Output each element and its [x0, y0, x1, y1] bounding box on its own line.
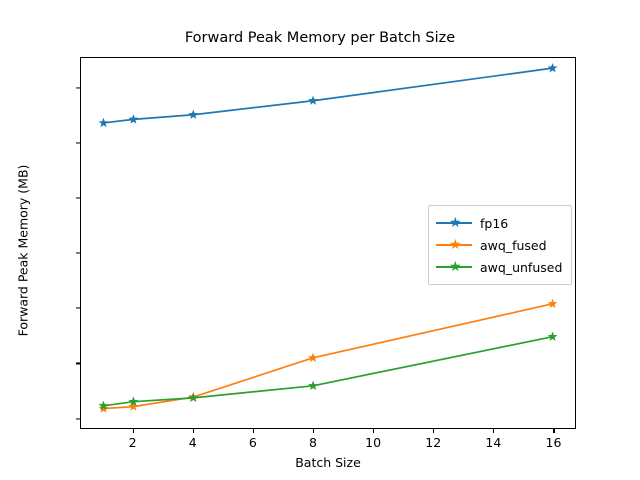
legend-line [436, 266, 472, 268]
x-axis-tick-label: 6 [248, 435, 257, 450]
series-awq_fused [98, 298, 558, 413]
star-marker-icon: ★ [449, 237, 462, 253]
data-point-marker [128, 114, 139, 124]
x-axis-tick-mark [192, 429, 194, 433]
star-marker-icon: ★ [449, 259, 462, 275]
data-point-marker [98, 403, 109, 413]
star-marker-icon: ★ [449, 215, 462, 231]
x-axis-label: Batch Size [295, 455, 361, 470]
chart-legend[interactable]: ★ fp16 ★ awq_fused ★ awq_unfused [428, 205, 573, 285]
x-axis-tick-label: 4 [188, 435, 197, 450]
x-axis-tick-mark [312, 429, 315, 433]
legend-swatch-icon: ★ [436, 260, 472, 274]
legend-label: awq_unfused [480, 259, 563, 275]
data-point-marker [547, 62, 558, 73]
series-line [103, 335, 553, 407]
y-axis-tick-mark [76, 87, 80, 89]
data-point-marker [547, 331, 558, 341]
y-axis-tick-mark [76, 362, 80, 364]
legend-swatch-icon: ★ [436, 216, 472, 230]
y-axis-tick-mark [76, 142, 80, 144]
x-axis-tick-label: 14 [485, 435, 502, 450]
x-axis-tick-label: 16 [545, 435, 562, 450]
page-title: Forward Peak Memory per Batch Size [184, 30, 456, 46]
data-point-marker [547, 298, 558, 309]
x-axis-tick-label: 2 [128, 435, 137, 450]
data-point-marker [98, 117, 109, 128]
legend-line [436, 222, 472, 224]
x-axis-tick-label: 8 [308, 435, 317, 450]
legend-line [436, 244, 472, 246]
x-axis-tick-label: 12 [425, 435, 442, 450]
y-axis-label: Forward Peak Memory (MB) [15, 164, 31, 337]
series-fp16 [98, 62, 558, 128]
legend-label: fp16 [480, 215, 509, 231]
x-axis-tick-label: 10 [365, 435, 382, 450]
series-line [103, 303, 553, 410]
data-point-marker [128, 396, 139, 406]
legend-label: awq_fused [480, 237, 547, 253]
data-point-marker [128, 401, 139, 411]
data-point-marker [308, 95, 318, 105]
y-axis-tick-mark [76, 197, 80, 199]
x-axis-tick-mark [553, 429, 555, 433]
data-point-marker [308, 352, 318, 363]
x-axis-tick-mark [433, 429, 435, 433]
x-axis-tick-mark [373, 429, 375, 433]
y-axis-tick-mark [76, 252, 80, 254]
data-point-marker [98, 400, 109, 410]
y-axis-tick-mark [76, 417, 80, 420]
legend-swatch-icon: ★ [436, 238, 472, 252]
data-point-marker [188, 392, 199, 403]
legend-item-fp16[interactable]: ★ fp16 [436, 212, 562, 234]
y-axis-tick-mark [76, 307, 80, 309]
legend-item-awq_fused[interactable]: ★ awq_fused [436, 234, 562, 256]
legend-item-awq_unfused[interactable]: ★ awq_unfused [436, 256, 562, 278]
plot-svg [98, 62, 558, 413]
x-axis-tick-mark [252, 429, 254, 433]
series-awq_unfused [98, 331, 558, 410]
x-axis-tick-mark [132, 429, 134, 433]
series-line [103, 67, 553, 124]
data-point-marker [308, 380, 318, 390]
data-point-marker [188, 109, 199, 119]
x-axis-tick-mark [493, 429, 495, 433]
